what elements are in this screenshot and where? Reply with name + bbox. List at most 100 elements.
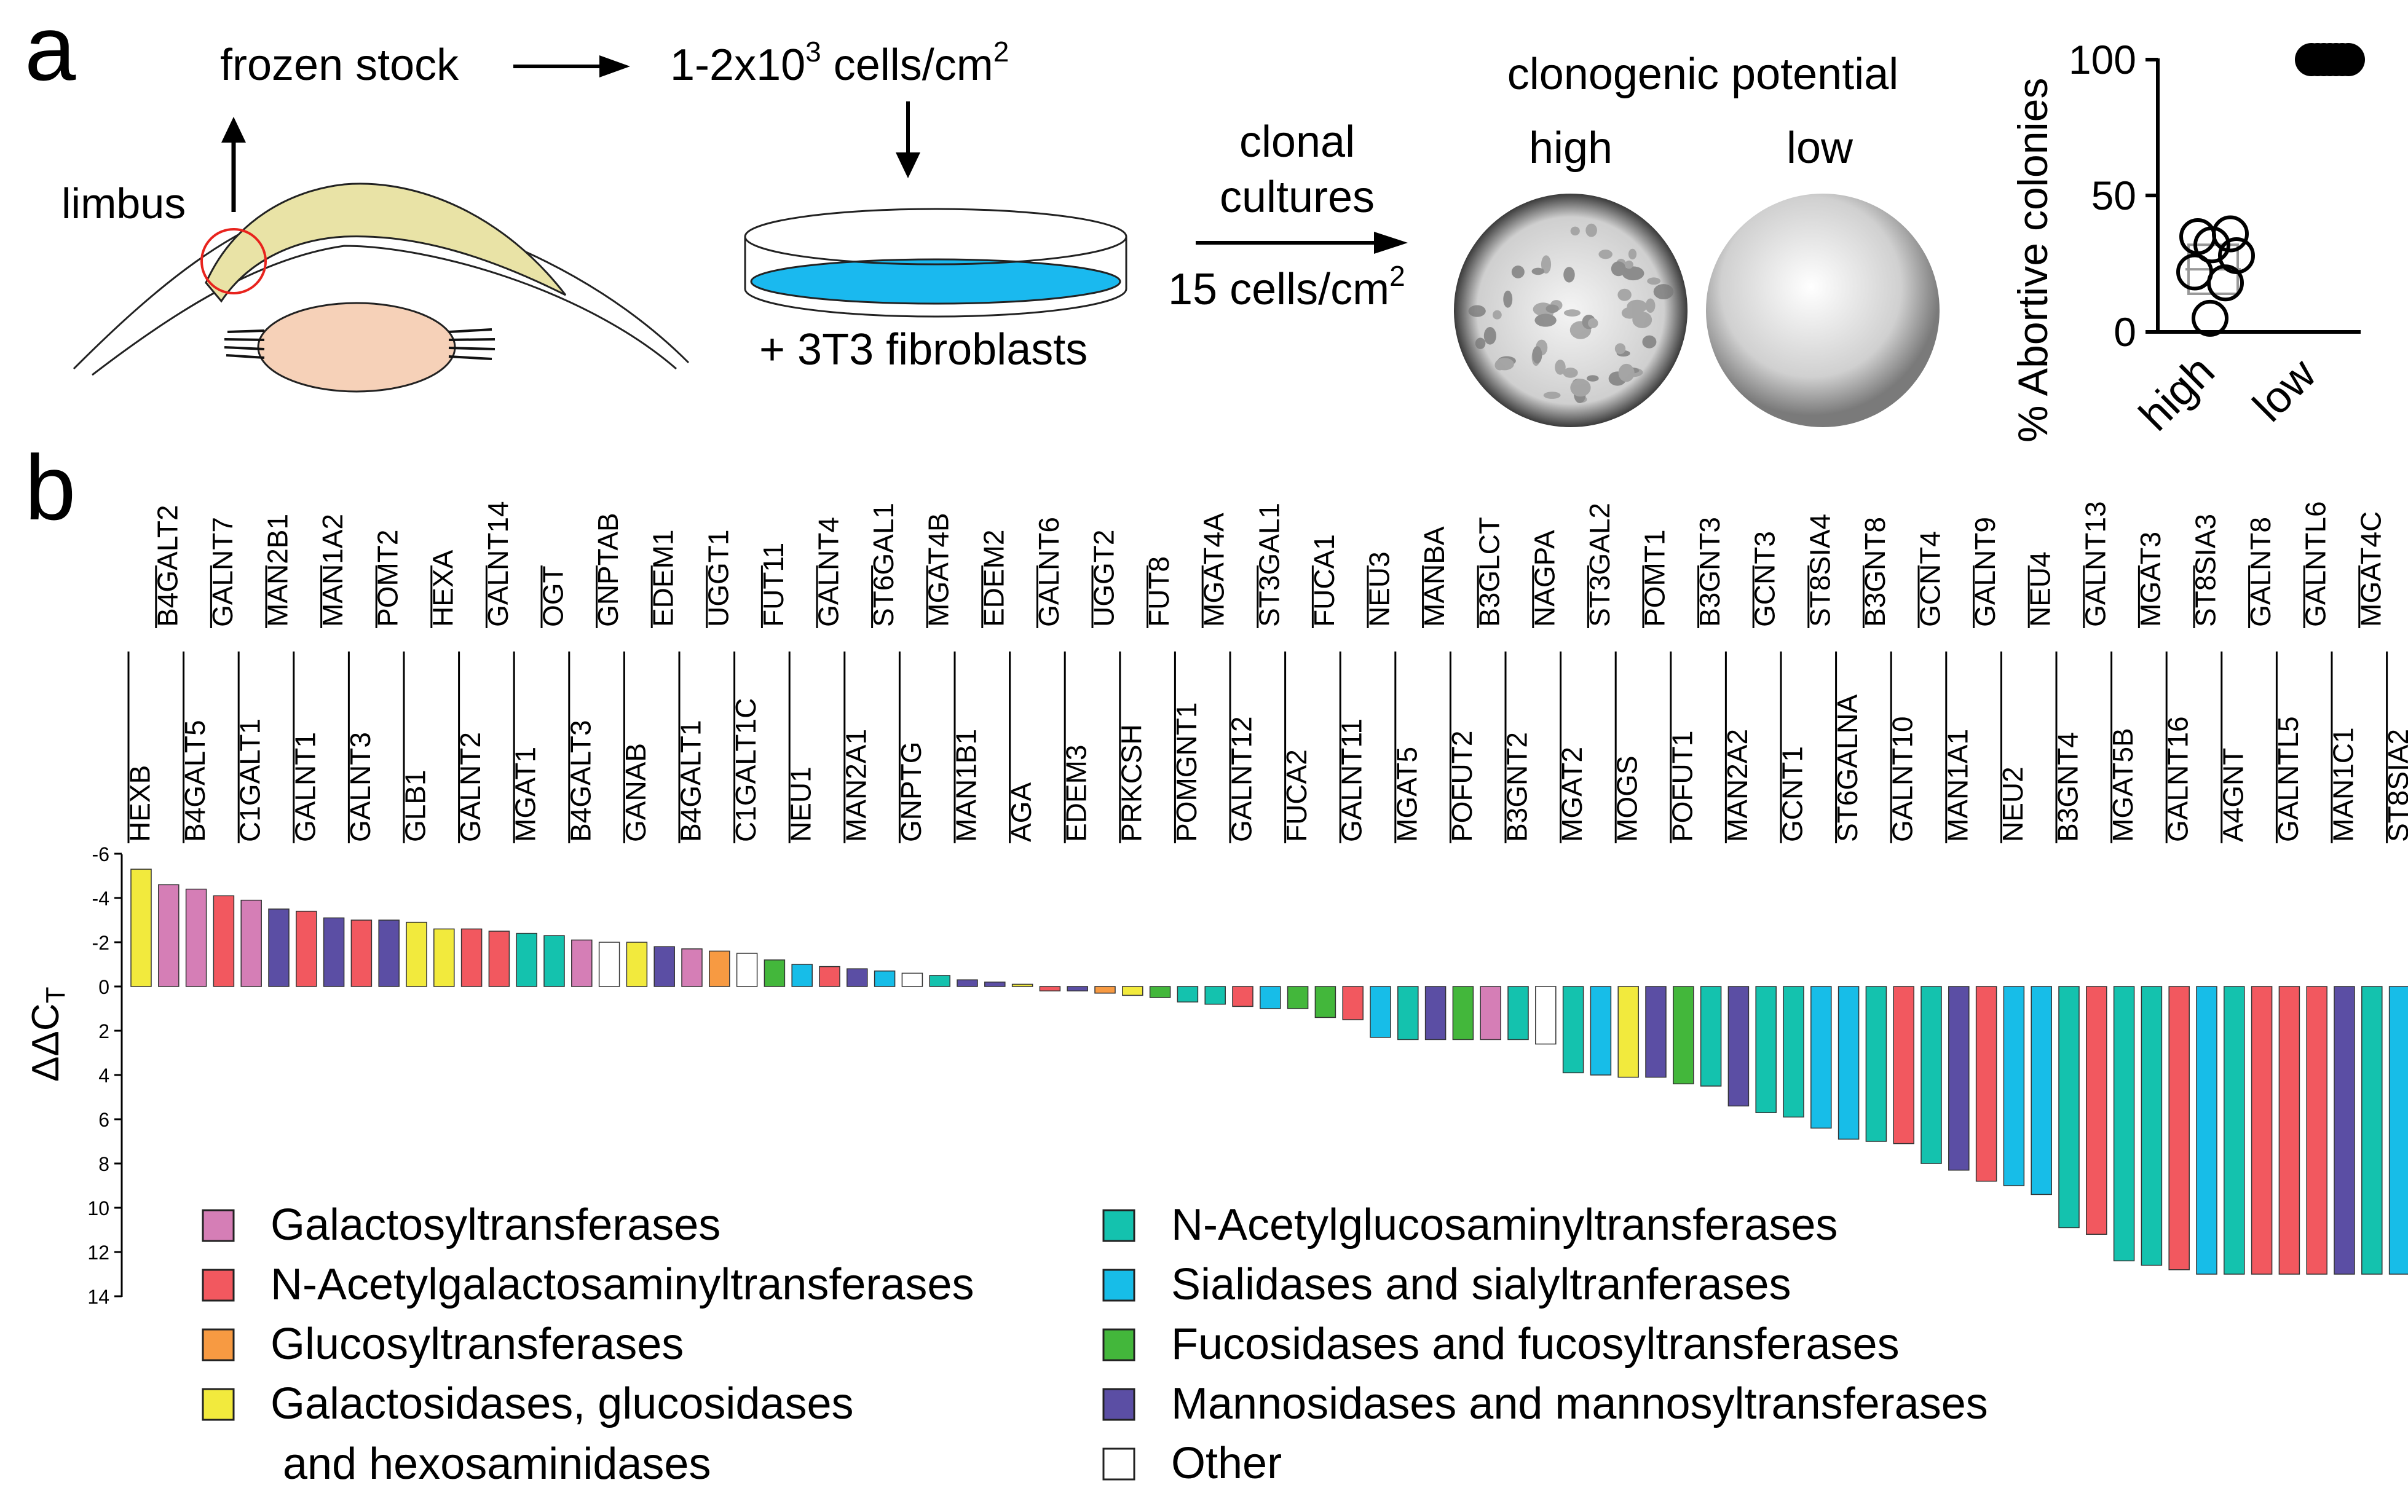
- legend-swatch: [202, 1388, 235, 1421]
- legend-swatch: [202, 1328, 235, 1361]
- bar-mgat2: [1562, 986, 1584, 1074]
- gene-label-mgat5: MGAT5: [1391, 747, 1423, 842]
- gene-label-man1a1: MAN1A1: [1941, 729, 1973, 842]
- gene-label-fuca1: FUCA1: [1308, 534, 1340, 627]
- bar-st8sia4: [1810, 986, 1832, 1129]
- legend: GalactosyltransferasesN-Acetylgalactosam…: [202, 1200, 1988, 1489]
- bar-st3gal2: [1590, 986, 1612, 1076]
- gene-label-hexb: HEXB: [124, 765, 156, 842]
- bar-galnt1: [296, 910, 317, 987]
- arrow-right-icon: [513, 55, 630, 77]
- gene-label-edem1: EDEM1: [647, 530, 679, 627]
- gene-label-mgat1: MGAT1: [510, 747, 542, 842]
- gene-label-man1b1: MAN1B1: [950, 729, 982, 842]
- scatter-point-high: [2176, 253, 2213, 291]
- bar-hexa: [433, 928, 455, 987]
- gene-label-b4galt2: B4GALT2: [151, 505, 183, 627]
- panel-b-label: b: [25, 436, 76, 539]
- bar-mgat5b: [2113, 986, 2135, 1262]
- bar-glb1: [406, 921, 427, 987]
- gene-label-st8sia2: ST8SIA2: [2382, 729, 2408, 842]
- bar-man2b1: [268, 908, 290, 987]
- legend-swatch: [1102, 1388, 1135, 1421]
- bar-c1galt1c: [736, 953, 758, 987]
- gene-label-galntl5: GALNTL5: [2272, 716, 2304, 842]
- bar-galnt3: [350, 919, 373, 987]
- bar-fut11: [764, 959, 786, 987]
- gene-label-c1galt1: C1GALT1: [234, 719, 266, 842]
- gene-label-st3gal2: ST3GAL2: [1584, 503, 1616, 627]
- bar-ytick: 2: [98, 1020, 109, 1042]
- panel-a-label: a: [25, 0, 76, 100]
- gene-label-gnptab: GNPTAB: [592, 513, 624, 627]
- bar-man1a1: [1948, 986, 1970, 1171]
- bar-ytick: 14: [87, 1286, 109, 1308]
- arrow-up-icon: [221, 117, 246, 212]
- bar-uggt1: [709, 950, 730, 987]
- gene-label-galnt3: GALNT3: [344, 732, 376, 842]
- bar-galnt13: [2086, 986, 2107, 1235]
- gene-label-man2a2: MAN2A2: [1721, 729, 1753, 842]
- bar-man1a2: [323, 917, 345, 987]
- bar-galntl5: [2278, 986, 2300, 1275]
- legend-swatch: [202, 1269, 235, 1302]
- gene-label-pomt1: POMT1: [1639, 530, 1671, 627]
- gene-label-b4galt1: B4GALT1: [675, 720, 707, 842]
- gene-label-neu4: NEU4: [2024, 551, 2056, 627]
- bar-mgat4c: [2361, 986, 2383, 1275]
- gene-label-glb1: GLB1: [400, 770, 432, 842]
- bar-ganab: [626, 942, 648, 987]
- gene-label-edem3: EDEM3: [1060, 745, 1092, 842]
- gene-label-b3glct: B3GLCT: [1474, 517, 1506, 627]
- bar-ogt: [543, 935, 565, 987]
- gene-label-pomgnt1: POMGNT1: [1170, 703, 1202, 842]
- bar-fuca1: [1314, 986, 1336, 1018]
- bar-galnt8: [2251, 986, 2273, 1275]
- gene-label-mgat4a: MGAT4A: [1198, 513, 1230, 627]
- gene-label-fut11: FUT11: [757, 543, 789, 627]
- bar-gnptab: [598, 942, 620, 987]
- clonogenic-title: clonogenic potential: [1507, 50, 1898, 99]
- gene-label-galnt8: GALNT8: [2244, 517, 2276, 627]
- arrow-right-icon: [1196, 232, 1408, 254]
- bar-neu1: [791, 964, 813, 987]
- bar-ytick: 12: [87, 1242, 109, 1264]
- gene-label-galntl6: GALNTL6: [2300, 501, 2332, 627]
- bar-ytick: -4: [92, 888, 109, 910]
- clonal-label-2: cultures: [1220, 173, 1375, 222]
- bar-mogs: [1617, 986, 1639, 1078]
- gene-label-man2b1: MAN2B1: [262, 514, 294, 627]
- bar-edem1: [653, 946, 675, 987]
- gene-label-pofut1: POFUT1: [1666, 731, 1698, 842]
- bar-mgat4a: [1204, 986, 1226, 1005]
- gene-label-galnt14: GALNT14: [482, 501, 514, 627]
- scatter-ytick-0: 0: [2114, 309, 2136, 355]
- gene-label-gnptg: GNPTG: [895, 741, 927, 842]
- bar-prkcsh: [1122, 986, 1143, 996]
- gene-label-mogs: MOGS: [1611, 755, 1643, 842]
- gene-label-man1c1: MAN1C1: [2327, 727, 2359, 842]
- gene-label-st8sia4: ST8SIA4: [1804, 514, 1836, 627]
- scatter-point-high: [2192, 299, 2228, 337]
- gene-label-aga: AGA: [1005, 782, 1037, 842]
- bar-ytick: -6: [92, 843, 109, 865]
- scatter-point-low: [2332, 43, 2365, 76]
- bar-gcnt4: [1920, 986, 1942, 1164]
- gene-label-ganab: GANAB: [620, 743, 652, 842]
- gene-label-man2a1: MAN2A1: [840, 729, 872, 842]
- gene-label-mgat2: MGAT2: [1556, 747, 1588, 842]
- scatter-y-axis-label: % Abortive colonies: [2010, 78, 2056, 443]
- bar-ytick: -2: [92, 932, 109, 954]
- legend-swatch: [1102, 1447, 1135, 1481]
- bar-mgat3: [2141, 986, 2163, 1266]
- gene-label-b3gnt4: B3GNT4: [2052, 732, 2084, 842]
- gene-label-man1a2: MAN1A2: [317, 514, 349, 627]
- bar-hexb: [130, 868, 152, 987]
- bar-pomgnt1: [1177, 986, 1199, 1002]
- gene-label-c1galt1c: C1GALT1C: [730, 698, 762, 842]
- abortive-colonies-scatter-plot: % Abortive colonies 0 50 100 high low: [2010, 37, 2365, 443]
- bar-man1b1: [957, 979, 978, 987]
- legend-label: Glucosyltransferases: [270, 1320, 684, 1369]
- bar-galnt10: [1893, 986, 1914, 1144]
